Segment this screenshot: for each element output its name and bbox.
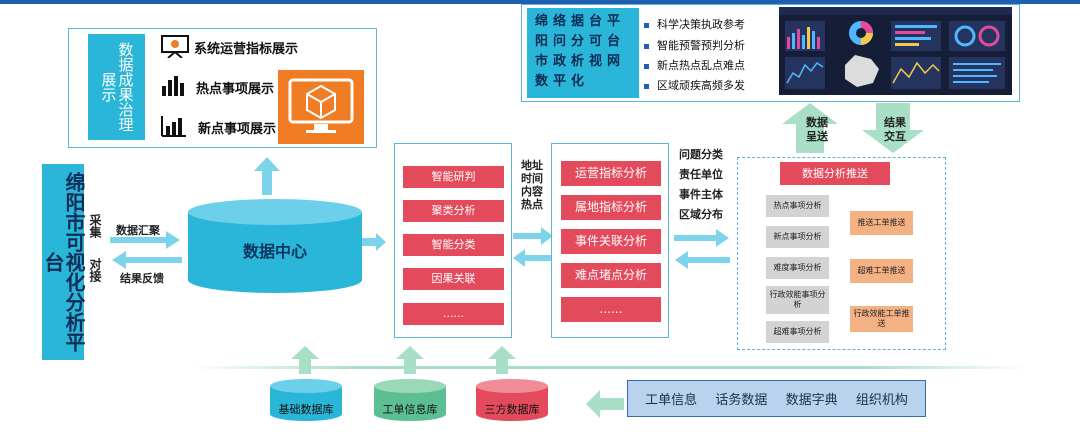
tr-bullet-2: 新点热点乱点难点 bbox=[644, 57, 745, 73]
analysis2-item-2: 事件关联分析 bbox=[561, 229, 661, 254]
dashboard-screenshot-image bbox=[779, 7, 1012, 95]
push-orange-item-1: 超难工单推送 bbox=[850, 259, 913, 283]
database-cylinder-2 bbox=[476, 379, 548, 421]
interact-label: 结果交互 bbox=[884, 116, 906, 143]
tr-bullet-text-2: 新点热点乱点难点 bbox=[657, 59, 745, 72]
database-cylinder-1 bbox=[374, 379, 446, 421]
left-arrows bbox=[110, 231, 182, 269]
platform-title: 绵阳市可视化分析平台 bbox=[41, 164, 86, 360]
analysis2-item-4: ...... bbox=[561, 297, 661, 322]
push-grey-item-3: 行政效能事项分析 bbox=[766, 286, 829, 314]
data-center-label: 数据中心 bbox=[242, 242, 307, 261]
feedback-label: 结果反馈 bbox=[120, 272, 164, 285]
right-label-2: 事件主体 bbox=[679, 188, 723, 201]
push-grey-item-0: 热点事项分析 bbox=[766, 195, 829, 217]
database-label-1: 工单信息库 bbox=[382, 403, 438, 416]
collect-label: 采集 bbox=[88, 214, 102, 238]
analysis2-item-1: 属地指标分析 bbox=[561, 195, 661, 220]
analysis1-item-0: 智能研判 bbox=[403, 166, 504, 188]
analysis2-item-0: 运营指标分析 bbox=[561, 161, 661, 186]
source-item-0: 工单信息 bbox=[645, 393, 698, 408]
display-item-0: 系统运营指标展示 bbox=[194, 42, 299, 57]
bar-chart-icon bbox=[162, 76, 184, 96]
source-item-1: 话务数据 bbox=[715, 393, 768, 408]
arrow-from-sources bbox=[586, 390, 624, 418]
source-item-3: 组织机构 bbox=[855, 393, 908, 408]
bullet-square-icon bbox=[644, 22, 649, 28]
right-label-1: 责任单位 bbox=[679, 168, 723, 181]
push-grey-item-4: 超难事项分析 bbox=[766, 321, 829, 343]
top-accent-bar bbox=[0, 0, 1080, 4]
mid-label-3: 热点 bbox=[521, 198, 543, 211]
push-title: 数据分析推送 bbox=[780, 162, 890, 185]
presentation-icon bbox=[161, 35, 189, 58]
analysis1-item-3: 因果关联 bbox=[403, 268, 504, 290]
source-item-2: 数据字典 bbox=[785, 393, 838, 408]
push-orange-item-2: 行政效能工单推送 bbox=[850, 306, 913, 332]
data-sources-panel: 工单信息 话务数据 数据字典 组织机构 bbox=[627, 380, 926, 417]
database-label-0: 基础数据库 bbox=[278, 403, 334, 416]
tr-bullet-1: 智能预警预判分析 bbox=[644, 37, 745, 53]
mid-label-0: 地址 bbox=[521, 159, 543, 172]
tr-bullet-3: 区域顽疾高频多发 bbox=[644, 77, 745, 93]
present-label: 数据呈送 bbox=[806, 116, 828, 143]
base-line bbox=[190, 366, 1030, 369]
docking-label: 对接 bbox=[88, 258, 102, 282]
tr-bullet-text-1: 智能预警预判分析 bbox=[657, 39, 745, 52]
governance-label: 数据成果治理展示 bbox=[88, 34, 145, 140]
arrow-up-display bbox=[254, 157, 280, 195]
right-label-3: 区域分布 bbox=[679, 208, 723, 221]
tr-bullet-0: 科学决策执政参考 bbox=[644, 16, 745, 32]
right-label-0: 问题分类 bbox=[679, 148, 723, 161]
growth-chart-icon bbox=[161, 116, 186, 137]
mid-label-2: 内容 bbox=[521, 185, 543, 198]
push-orange-item-0: 推送工单推送 bbox=[850, 211, 913, 235]
up-arrow-db3 bbox=[488, 346, 516, 374]
data-center-cylinder bbox=[188, 199, 362, 293]
present-arrow bbox=[782, 103, 838, 153]
analysis1-item-4: ...... bbox=[403, 303, 504, 325]
monitor-icon bbox=[278, 70, 364, 144]
mid-arrows bbox=[513, 227, 553, 267]
database-label-2: 三方数据库 bbox=[484, 403, 540, 416]
bullet-square-icon bbox=[644, 43, 649, 49]
analysis2-item-3: 难点堵点分析 bbox=[561, 263, 661, 288]
up-arrow-db2 bbox=[396, 346, 424, 374]
bullet-square-icon bbox=[644, 83, 649, 89]
aggregation-label: 数据汇聚 bbox=[116, 224, 160, 237]
analysis1-item-2: 智能分类 bbox=[403, 234, 504, 256]
tr-bullet-text-3: 区域顽疾高频多发 bbox=[657, 79, 745, 92]
platform-slogan: 绵络据台平阳问分可台市政析视网数平化 bbox=[527, 8, 639, 98]
push-grey-item-2: 难度事项分析 bbox=[766, 257, 829, 279]
analysis1-item-1: 聚类分析 bbox=[403, 200, 504, 222]
display-item-2: 新点事项展示 bbox=[198, 122, 277, 137]
tr-bullet-text-0: 科学决策执政参考 bbox=[657, 18, 745, 31]
bullet-square-icon bbox=[644, 63, 649, 69]
up-arrow-db1 bbox=[291, 346, 319, 374]
right-arrows bbox=[674, 229, 730, 269]
arrow-to-analysis bbox=[362, 233, 386, 251]
database-cylinder-0 bbox=[270, 379, 342, 421]
mid-label-1: 时间 bbox=[521, 172, 543, 185]
push-grey-item-1: 新点事项分析 bbox=[766, 226, 829, 248]
interact-arrow bbox=[862, 103, 924, 153]
display-item-1: 热点事项展示 bbox=[196, 82, 275, 97]
